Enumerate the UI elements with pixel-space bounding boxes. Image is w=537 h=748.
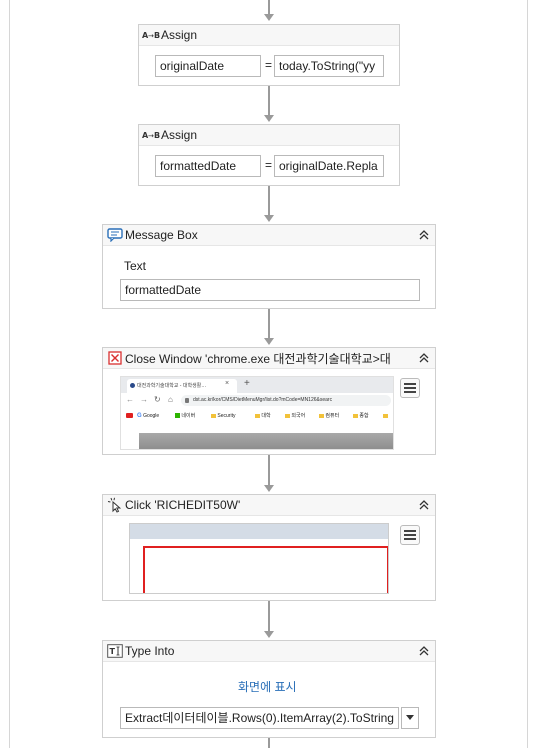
text-field[interactable]: formattedDate bbox=[120, 279, 420, 301]
tab-close-icon: × bbox=[225, 380, 230, 387]
left-rail bbox=[9, 0, 10, 748]
tab-title: 대전과학기술대학교 - 대학생활… bbox=[137, 383, 207, 389]
home-icon: ⌂ bbox=[168, 395, 173, 404]
connector bbox=[268, 185, 270, 215]
bookmark-item: 대학 bbox=[255, 409, 271, 423]
equals-sign: = bbox=[265, 158, 273, 172]
svg-text:A: A bbox=[142, 31, 149, 40]
assign-value-field[interactable]: today.ToString("yy bbox=[274, 55, 384, 77]
activity-title: Assign bbox=[161, 28, 198, 42]
click-activity[interactable]: Click 'RICHEDIT50W' bbox=[102, 494, 436, 601]
assign-value-field[interactable]: originalDate.Repla bbox=[274, 155, 384, 177]
favicon-icon bbox=[130, 383, 135, 388]
url-text: dst.ac.kr/kor/CMS/DietMenuMgr/list.do?mC… bbox=[193, 397, 333, 403]
connector bbox=[268, 737, 270, 748]
activity-title: Type Into bbox=[125, 644, 175, 658]
browser-preview[interactable]: 대전과학기술대학교 - 대학생활… × + ← → ↻ ⌂ dst.ac.kr/… bbox=[120, 376, 394, 450]
activity-title: Close Window 'chrome.exe 대전과학기술대학교>대 bbox=[125, 351, 391, 366]
activity-header[interactable]: A→B Assign bbox=[139, 125, 399, 146]
bookmark-item: 외국어 bbox=[285, 409, 305, 423]
activity-title: Click 'RICHEDIT50W' bbox=[125, 498, 241, 512]
bookmark-item bbox=[383, 409, 388, 423]
assign-activity-1[interactable]: A→B Assign originalDate = today.ToString… bbox=[138, 24, 400, 86]
youtube-icon bbox=[126, 413, 133, 418]
type-into-activity[interactable]: T Type Into 화면에 표시 Extract데이터테이블.Rows(0)… bbox=[102, 640, 436, 738]
reload-icon: ↻ bbox=[154, 395, 161, 404]
connector-arrow bbox=[264, 14, 274, 21]
dropdown-button[interactable] bbox=[401, 707, 419, 729]
activity-header[interactable]: T Type Into bbox=[103, 641, 435, 662]
assign-icon: A→B bbox=[141, 29, 161, 41]
activity-title: Assign bbox=[161, 128, 198, 142]
connector bbox=[268, 455, 270, 485]
svg-text:T: T bbox=[110, 647, 116, 656]
page-content-strip bbox=[139, 433, 393, 449]
assign-to-field[interactable]: originalDate bbox=[155, 55, 261, 77]
text-label: Text bbox=[124, 259, 147, 273]
connector bbox=[268, 308, 270, 338]
chevron-down-icon bbox=[406, 715, 414, 720]
collapse-icon[interactable] bbox=[417, 644, 431, 658]
indicate-on-screen-link[interactable]: 화면에 표시 bbox=[238, 680, 297, 694]
connector-arrow bbox=[264, 115, 274, 122]
equals-sign: = bbox=[265, 58, 273, 72]
browser-tabstrip: 대전과학기술대학교 - 대학생활… × + bbox=[121, 377, 393, 393]
assign-activity-2[interactable]: A→B Assign formattedDate = originalDate.… bbox=[138, 124, 400, 186]
back-icon: ← bbox=[126, 395, 134, 404]
bookmarks-bar: G Google 네이버 Security 대학 외국어 컴퓨터 종합 bbox=[121, 409, 393, 423]
activity-header[interactable]: Message Box bbox=[103, 225, 435, 246]
message-box-icon bbox=[105, 228, 125, 242]
activity-title: Message Box bbox=[125, 228, 198, 242]
connector-arrow bbox=[264, 485, 274, 492]
right-rail bbox=[527, 0, 528, 748]
bookmark-item: G Google bbox=[137, 413, 160, 419]
forward-icon: → bbox=[140, 395, 148, 404]
collapse-icon[interactable] bbox=[417, 228, 431, 242]
new-tab-icon: + bbox=[244, 378, 250, 389]
bookmark-item: 컴퓨터 bbox=[319, 409, 339, 423]
connector-arrow bbox=[264, 631, 274, 638]
bookmark-item: 네이버 bbox=[175, 409, 195, 423]
svg-text:→: → bbox=[148, 132, 154, 140]
target-preview[interactable] bbox=[129, 523, 389, 594]
connector-arrow bbox=[264, 338, 274, 345]
text-input-field[interactable]: Extract데이터테이블.Rows(0).ItemArray(2).ToStr… bbox=[120, 707, 399, 729]
browser-tab: 대전과학기술대학교 - 대학생활… bbox=[127, 379, 237, 393]
activity-header[interactable]: Close Window 'chrome.exe 대전과학기술대학교>대 bbox=[103, 348, 435, 369]
svg-text:→: → bbox=[148, 32, 154, 40]
svg-text:A: A bbox=[142, 131, 149, 140]
close-window-icon bbox=[105, 351, 125, 365]
assign-to-field[interactable]: formattedDate bbox=[155, 155, 261, 177]
svg-text:B: B bbox=[154, 31, 160, 40]
message-box-activity[interactable]: Message Box Text formattedDate bbox=[102, 224, 436, 309]
options-menu-icon[interactable] bbox=[400, 378, 420, 398]
bookmark-item: 종합 bbox=[353, 409, 369, 423]
connector bbox=[268, 601, 270, 631]
preview-titlebar bbox=[130, 524, 388, 539]
assign-icon: A→B bbox=[141, 129, 161, 141]
activity-header[interactable]: A→B Assign bbox=[139, 25, 399, 46]
connector bbox=[268, 0, 270, 14]
click-icon bbox=[105, 497, 125, 513]
collapse-icon[interactable] bbox=[417, 498, 431, 512]
connector bbox=[268, 85, 270, 115]
close-window-activity[interactable]: Close Window 'chrome.exe 대전과학기술대학교>대 대전과… bbox=[102, 347, 436, 455]
browser-toolbar: ← → ↻ ⌂ dst.ac.kr/kor/CMS/DietMenuMgr/li… bbox=[121, 393, 393, 409]
type-into-icon: T bbox=[105, 644, 125, 658]
options-menu-icon[interactable] bbox=[400, 525, 420, 545]
lock-icon bbox=[185, 398, 189, 403]
svg-text:B: B bbox=[154, 131, 160, 140]
collapse-icon[interactable] bbox=[417, 351, 431, 365]
address-bar: dst.ac.kr/kor/CMS/DietMenuMgr/list.do?mC… bbox=[181, 395, 391, 406]
activity-header[interactable]: Click 'RICHEDIT50W' bbox=[103, 495, 435, 516]
target-highlight bbox=[143, 546, 388, 593]
connector-arrow bbox=[264, 215, 274, 222]
bookmark-item: Security bbox=[211, 409, 235, 423]
